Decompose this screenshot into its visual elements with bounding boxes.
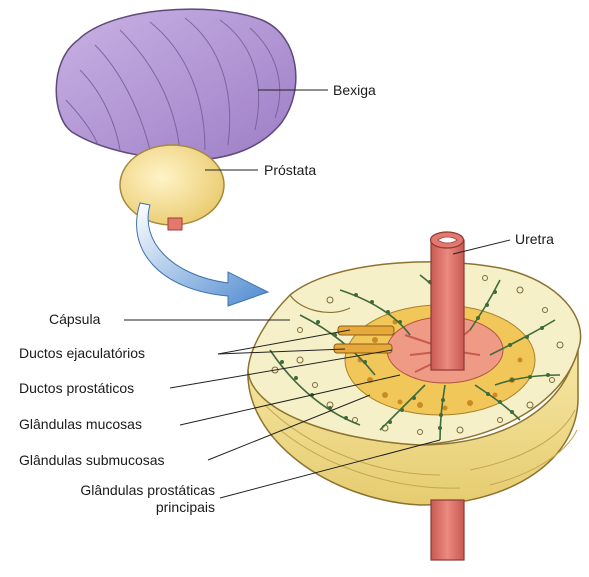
prostate-drawing	[120, 145, 224, 230]
label-ductos-ejaculatorios: Ductos ejaculatórios	[19, 345, 145, 362]
label-ductos-prostaticos: Ductos prostáticos	[19, 380, 134, 397]
label-uretra: Uretra	[515, 231, 554, 248]
bladder-drawing	[56, 9, 296, 160]
label-glandulas-principais-line1: Glândulas prostáticas	[40, 482, 215, 499]
prostate-cross-section	[248, 232, 581, 560]
label-glandulas-mucosas: Glândulas mucosas	[19, 416, 142, 433]
label-capsula: Cápsula	[49, 311, 100, 328]
label-prostata: Próstata	[264, 162, 316, 179]
label-glandulas-submucosas: Glândulas submucosas	[19, 452, 165, 469]
label-glandulas-principais-line2: principais	[40, 499, 215, 516]
label-bexiga: Bexiga	[333, 82, 376, 99]
